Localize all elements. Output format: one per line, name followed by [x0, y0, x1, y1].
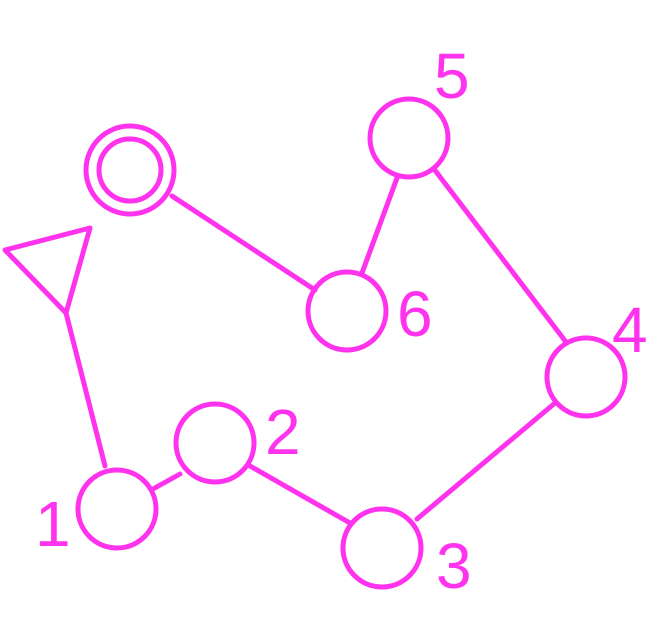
node-1-circle — [75, 467, 159, 551]
node-1-label: 1 — [35, 488, 71, 560]
node-5-circle — [367, 96, 451, 180]
node-6-label: 6 — [397, 278, 433, 350]
node-2-label: 2 — [265, 396, 301, 468]
edge-3-4 — [414, 400, 558, 522]
edge-6-end — [169, 193, 318, 293]
edge-1-2 — [150, 471, 183, 492]
node-3-circle — [340, 506, 424, 590]
edge-4-5 — [431, 166, 569, 345]
node-4-circle — [544, 335, 628, 419]
node-5-label: 5 — [434, 40, 470, 112]
start-triangle-icon — [2, 225, 93, 316]
node-2-circle — [173, 401, 257, 485]
node-6-circle — [305, 269, 389, 353]
node-4-label: 4 — [612, 294, 648, 366]
node-3-label: 3 — [436, 530, 472, 602]
finish-double-circle-icon — [83, 123, 177, 217]
edge-2-3 — [247, 463, 353, 526]
edge-start-1 — [63, 310, 108, 469]
edge-5-6 — [359, 175, 400, 276]
